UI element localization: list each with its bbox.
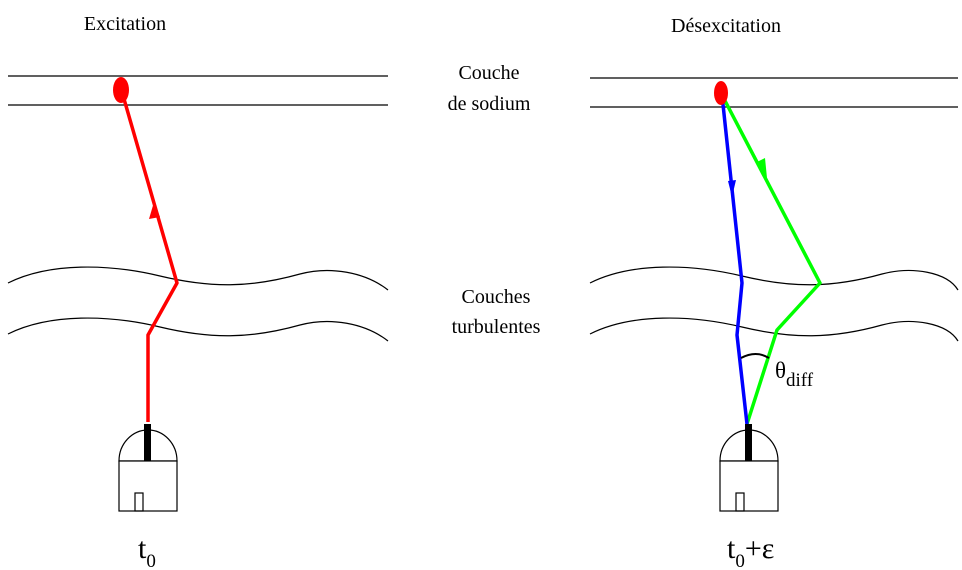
angle-label: θdiff <box>775 358 814 391</box>
turbulent-wave-lower-left <box>7 317 389 342</box>
right-time-base: t <box>727 532 736 565</box>
right-time-suffix: +ε <box>745 532 775 565</box>
left-time-base: t <box>138 532 147 565</box>
sodium-spot-right <box>714 81 728 105</box>
excitation-beam-arrowhead <box>149 202 160 219</box>
turbulent-wave-upper-left <box>7 266 389 291</box>
turbulent-wave-lower-right <box>589 317 959 342</box>
sodium-layer-label-line2: de sodium <box>448 93 531 115</box>
turbulent-wave-upper-right <box>589 266 959 291</box>
direct-return-path <box>720 94 749 425</box>
turbulent-layers-label-line2: turbulentes <box>452 316 541 338</box>
sodium-spot-left <box>113 77 129 103</box>
telescope-right-icon <box>719 424 779 512</box>
left-time-label: t0 <box>138 532 156 570</box>
diffracted-return-arrowhead <box>757 158 767 178</box>
right-time-label: t0+ε <box>727 532 774 570</box>
turbulent-layers-label-line1: Couches <box>462 286 531 308</box>
turbulent-layers <box>7 266 959 342</box>
left-time-sub: 0 <box>146 551 156 570</box>
angle-theta: θ <box>775 358 786 383</box>
angle-arc <box>740 353 770 359</box>
angle-sub: diff <box>786 370 814 391</box>
left-panel-title: Excitation <box>84 13 166 35</box>
sodium-layer-label-line1: Couche <box>458 62 519 84</box>
sodium-layer-lines <box>8 75 958 108</box>
right-panel-title: Désexcitation <box>671 15 781 37</box>
excitation-beam <box>120 91 179 422</box>
diffracted-return-path <box>720 94 822 425</box>
telescope-left-icon <box>118 424 178 512</box>
direct-return-arrowhead <box>728 180 736 197</box>
right-time-sub: 0 <box>735 551 745 570</box>
